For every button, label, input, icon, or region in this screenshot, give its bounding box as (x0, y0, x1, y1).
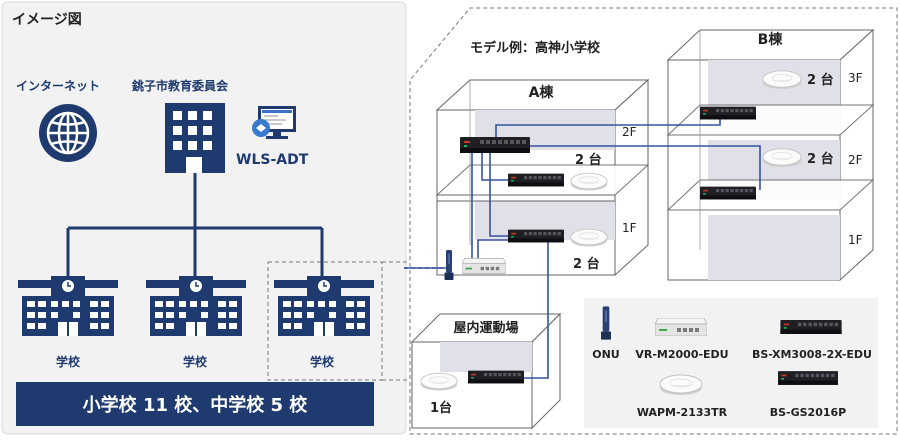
poe-switch-icon (468, 370, 524, 384)
ap-count-label: 1台 (430, 400, 452, 416)
switch-icon (778, 371, 838, 385)
page-title: イメージ図 (12, 12, 82, 28)
ap-count-label: 2 台 (573, 256, 600, 272)
school-label: 学校 (183, 354, 208, 369)
school-highlight-box (267, 261, 383, 381)
legend-onu-label: ONU (592, 348, 620, 361)
access-point-icon (570, 172, 608, 191)
ap-count-label: 2 台 (575, 152, 602, 168)
device-legend (584, 298, 878, 428)
school-icon (18, 276, 118, 337)
poe-switch-icon (508, 229, 564, 243)
floor-label-1f: 1F (848, 233, 863, 247)
legend-core-switch-label: BS-XM3008-2X-EDU (752, 348, 872, 361)
legend-router-label: VR-M2000-EDU (635, 348, 728, 361)
internet-globe-icon (39, 104, 97, 162)
poe-switch-icon (700, 106, 756, 120)
access-point-icon (762, 148, 802, 168)
school-count-text: 小学校 11 校、中学校 5 校 (83, 394, 309, 416)
board-label: 銚子市教育委員会 (132, 78, 229, 93)
ap-count-label: 2 台 (807, 72, 834, 88)
school-label: 学校 (56, 354, 81, 369)
access-point-icon (570, 228, 608, 247)
access-point-icon (659, 374, 703, 396)
legend-switch-label: BS-GS2016P (770, 406, 847, 419)
gym-label: 屋内運動場 (453, 320, 518, 336)
legend-ap-label: WAPM-2133TR (637, 406, 728, 419)
floor-label-3f: 3F (848, 71, 863, 85)
school-icon (146, 276, 246, 337)
core-switch-icon (460, 137, 530, 153)
ap-count-label: 2 台 (807, 151, 834, 167)
access-point-icon (762, 70, 802, 90)
access-point-icon (420, 372, 458, 391)
building-b-label: B棟 (758, 31, 784, 48)
internet-label: インターネット (16, 79, 100, 93)
floor-label-2f: 2F (848, 153, 863, 167)
board-of-education-building-icon (165, 103, 225, 173)
building-a-label: A棟 (529, 84, 555, 101)
poe-switch-icon (508, 173, 564, 187)
poe-switch-icon (700, 186, 756, 200)
floor-label-2f: 2F (622, 125, 637, 139)
router-icon (655, 318, 707, 336)
floor-label-1f: 1F (622, 221, 637, 235)
school-label: 学校 (310, 354, 335, 369)
school-count-banner (16, 382, 374, 426)
school-icon (274, 276, 374, 337)
monitor-icon (252, 106, 296, 139)
router-icon (462, 258, 506, 274)
software-label: WLS-ADT (236, 152, 309, 168)
core-switch-icon (780, 320, 842, 334)
model-title: モデル例：高神小学校 (470, 40, 601, 56)
